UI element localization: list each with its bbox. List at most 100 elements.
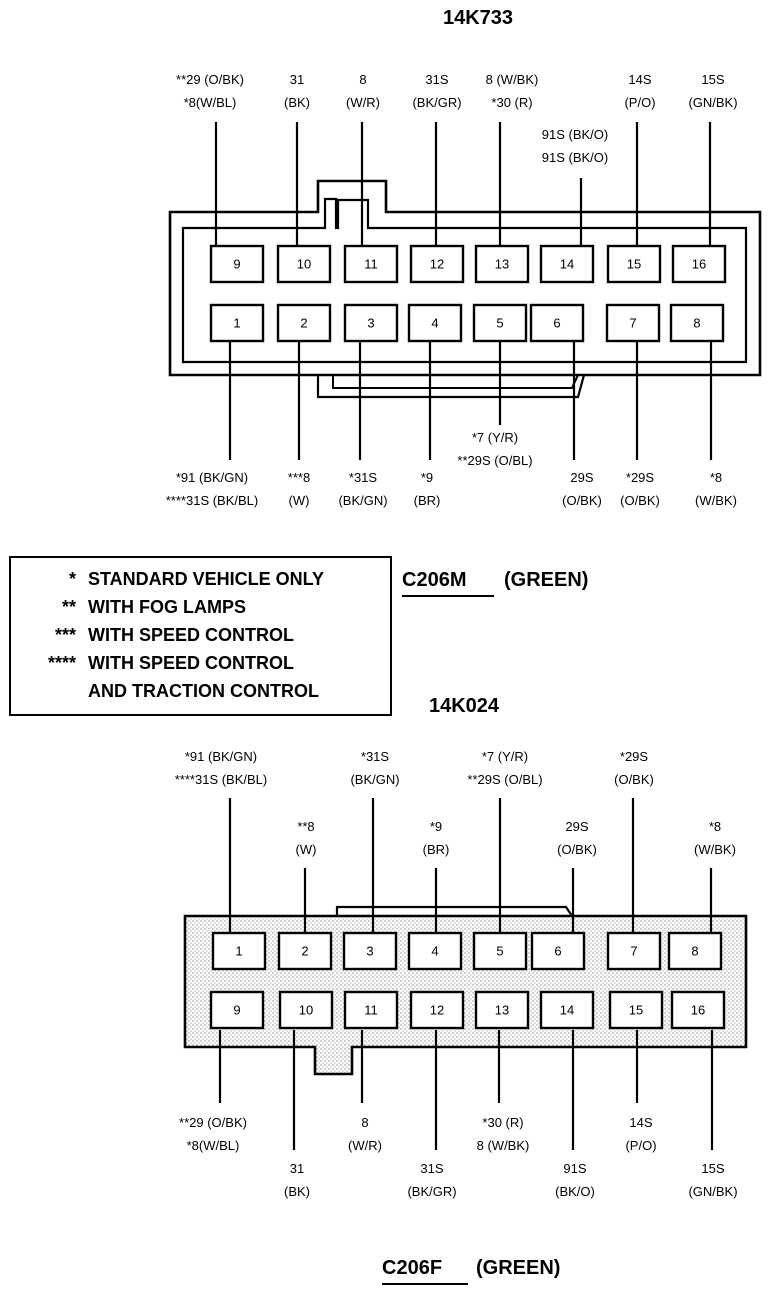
top-connector-color: (GREEN) — [504, 569, 588, 591]
top-pin-8: 8 — [669, 303, 725, 343]
bottom-wire-label: *7 (Y/R) — [482, 749, 528, 764]
top-wire-label: 8 (W/BK) — [486, 72, 539, 87]
bottom-part-number: 14K024 — [429, 695, 500, 717]
bottom-wire-label: *29S — [620, 749, 649, 764]
pin-number: 9 — [233, 257, 240, 272]
pin-number: 6 — [553, 316, 560, 331]
bottom-pin-3: 3 — [342, 931, 398, 971]
pin-number: 1 — [235, 944, 242, 959]
bottom-pin-9: 9 — [209, 990, 265, 1030]
top-wire-label: 91S (BK/O) — [542, 150, 608, 165]
pin-number: 10 — [299, 1003, 313, 1018]
bottom-wire-label: (BK/GN) — [350, 772, 399, 787]
top-wire-label: *29S — [626, 470, 655, 485]
bottom-wire-label: *8 — [709, 819, 721, 834]
top-wire-label: (GN/BK) — [688, 95, 737, 110]
bottom-wire-label: 31S — [420, 1161, 443, 1176]
pin-number: 2 — [300, 316, 307, 331]
legend-text: WITH FOG LAMPS — [88, 597, 246, 617]
top-wire-label: 29S — [570, 470, 593, 485]
top-connector-upper-wires — [214, 122, 712, 246]
pin-number: 6 — [554, 944, 561, 959]
pin-number: 5 — [496, 316, 503, 331]
bottom-pin-12: 12 — [409, 990, 465, 1030]
top-pin-5: 5 — [472, 303, 528, 343]
top-wire-label: *31S — [349, 470, 378, 485]
top-wire-label: (O/BK) — [562, 493, 602, 508]
legend-text: AND TRACTION CONTROL — [88, 681, 319, 701]
bottom-connector-color: (GREEN) — [476, 1257, 560, 1279]
top-wire-label: 15S — [701, 72, 724, 87]
bottom-wire-label: 31 — [290, 1161, 304, 1176]
top-wire-label: **29 (O/BK) — [176, 72, 244, 87]
pin-number: 8 — [693, 316, 700, 331]
top-pin-15: 15 — [606, 244, 662, 284]
pin-number: 11 — [364, 1003, 378, 1018]
top-wire-label: *91 (BK/GN) — [176, 470, 248, 485]
bottom-pin-1: 1 — [211, 931, 267, 971]
bottom-connector-upper-wires — [228, 798, 713, 933]
bottom-connector-body — [183, 905, 748, 1076]
bottom-connector-lower-wires — [218, 1030, 714, 1150]
legend-box: *STANDARD VEHICLE ONLY**WITH FOG LAMPS**… — [9, 556, 392, 716]
top-wire-label: (W/R) — [346, 95, 380, 110]
bottom-wire-label: (BK) — [284, 1184, 310, 1199]
top-connector-name: C206M — [402, 569, 466, 591]
bottom-wire-label: *30 (R) — [482, 1115, 523, 1130]
top-wire-label: 31 — [290, 72, 304, 87]
top-wire-label: **29S (O/BL) — [457, 453, 532, 468]
bottom-wire-label: 14S — [629, 1115, 652, 1130]
top-wire-label: ***8 — [288, 470, 310, 485]
pin-number: 11 — [364, 257, 378, 272]
pin-number: 5 — [496, 944, 503, 959]
top-wire-label: (BK/GN) — [338, 493, 387, 508]
bottom-wire-label: 8 (W/BK) — [477, 1138, 530, 1153]
bottom-wire-label: **29 (O/BK) — [179, 1115, 247, 1130]
top-pin-12: 12 — [409, 244, 465, 284]
top-pin-14: 14 — [539, 244, 595, 284]
bottom-pin-10: 10 — [278, 990, 334, 1030]
top-connector-lower-wires — [228, 340, 713, 460]
pin-number: 8 — [691, 944, 698, 959]
pin-number: 7 — [630, 944, 637, 959]
top-wire-label: 14S — [628, 72, 651, 87]
top-wire-label: *7 (Y/R) — [472, 430, 518, 445]
bottom-wire-label: (BK/O) — [555, 1184, 595, 1199]
bottom-wire-label: *8(W/BL) — [187, 1138, 240, 1153]
bottom-wire-label: **29S (O/BL) — [467, 772, 542, 787]
top-pin-9: 9 — [209, 244, 265, 284]
bottom-wire-label: (O/BK) — [614, 772, 654, 787]
pin-number: 16 — [691, 1003, 705, 1018]
bottom-wire-label: *9 — [430, 819, 442, 834]
bottom-pin-16: 16 — [670, 990, 726, 1030]
top-pin-1: 1 — [209, 303, 265, 343]
top-wire-label: *8 — [710, 470, 722, 485]
bottom-wire-label: 29S — [565, 819, 588, 834]
bottom-pin-6: 6 — [530, 931, 586, 971]
top-connector-labels: **29 (O/BK)*8(W/BL)31(BK)8(W/R)31S(BK/GR… — [166, 72, 738, 508]
legend-text: STANDARD VEHICLE ONLY — [88, 569, 324, 589]
top-pin-11: 11 — [343, 244, 399, 284]
pin-number: 4 — [431, 316, 438, 331]
pin-number: 14 — [560, 1003, 574, 1018]
pin-number: 3 — [366, 944, 373, 959]
pin-number: 4 — [431, 944, 438, 959]
pin-number: 13 — [495, 1003, 509, 1018]
bottom-pin-4: 4 — [407, 931, 463, 971]
bottom-wire-label: 91S — [563, 1161, 586, 1176]
bottom-pin-14: 14 — [539, 990, 595, 1030]
bottom-wire-label: (W/R) — [348, 1138, 382, 1153]
legend-text: WITH SPEED CONTROL — [88, 653, 294, 673]
bottom-wire-label: *31S — [361, 749, 390, 764]
legend-mark: * — [69, 569, 76, 589]
legend-mark: *** — [55, 625, 76, 645]
legend-mark: **** — [48, 653, 76, 673]
pin-number: 1 — [233, 316, 240, 331]
bottom-pin-13: 13 — [474, 990, 530, 1030]
top-wire-label: ****31S (BK/BL) — [166, 493, 259, 508]
top-pin-16: 16 — [671, 244, 727, 284]
bottom-wire-label: **8 — [297, 819, 314, 834]
bottom-pin-5: 5 — [472, 931, 528, 971]
